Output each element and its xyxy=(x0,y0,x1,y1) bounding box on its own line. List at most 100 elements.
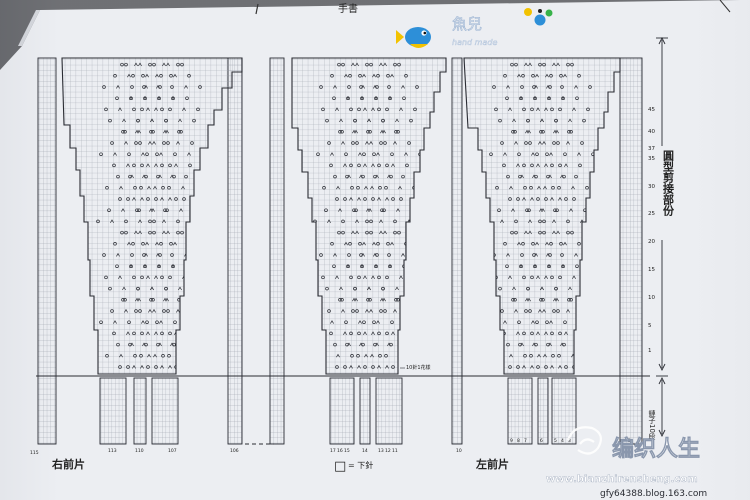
yarn-over-symbol xyxy=(569,298,573,302)
decrease-symbol xyxy=(373,252,377,257)
decrease-symbol xyxy=(564,331,568,335)
yarn-over-symbol xyxy=(513,130,517,134)
decrease-symbol xyxy=(531,320,535,324)
stitch-number: 8 xyxy=(517,438,520,444)
yarn-over-symbol xyxy=(369,219,373,224)
yarn-over-symbol xyxy=(329,163,333,168)
decrease-symbol xyxy=(506,252,510,257)
yarn-over-symbol xyxy=(535,320,539,324)
yarn-over-symbol xyxy=(127,152,131,156)
yarn-over-symbol xyxy=(151,298,155,302)
row-number: 40 xyxy=(648,129,655,135)
decrease-symbol xyxy=(158,174,162,179)
yarn-over-symbol xyxy=(160,331,164,336)
yarn-over-symbol xyxy=(558,163,562,168)
yarn-over-symbol xyxy=(503,242,507,246)
decrease-symbol xyxy=(369,308,373,313)
decrease-symbol xyxy=(154,163,158,167)
yarn-over-symbol xyxy=(381,118,385,123)
decrease-symbol xyxy=(362,241,366,246)
decrease-symbol xyxy=(156,84,160,89)
yarn-over-symbol xyxy=(514,219,518,224)
yarn-over-symbol xyxy=(187,74,191,78)
decrease-symbol xyxy=(525,297,529,302)
decrease-symbol xyxy=(341,308,345,313)
pattern-repeat-note: 10針1花樣 xyxy=(406,364,431,371)
yarn-over-symbol xyxy=(542,62,546,67)
yarn-over-symbol xyxy=(524,141,528,145)
yarn-over-symbol xyxy=(140,107,144,112)
decrease-symbol xyxy=(536,163,540,167)
yarn-over-symbol xyxy=(146,197,150,201)
decrease-symbol xyxy=(512,118,516,123)
yarn-over-symbol xyxy=(529,354,533,358)
yarn-over-symbol xyxy=(132,107,136,112)
yarn-over-symbol xyxy=(530,275,534,280)
yarn-over-symbol xyxy=(357,107,361,112)
decrease-symbol xyxy=(364,185,368,190)
decrease-symbol xyxy=(351,62,355,67)
decrease-symbol xyxy=(536,331,540,335)
yarn-over-symbol xyxy=(192,118,196,123)
decrease-symbol xyxy=(130,342,134,347)
yarn-over-symbol xyxy=(369,230,373,235)
decrease-symbol xyxy=(544,275,548,279)
yarn-over-symbol xyxy=(113,74,117,78)
yarn-over-symbol xyxy=(534,174,538,179)
decrease-symbol xyxy=(395,118,399,123)
stitch-numbers: 115 113 110 107 106 17 16 15 14 13 12 11… xyxy=(30,438,631,456)
yarn-over-symbol xyxy=(134,141,138,145)
decrease-symbol xyxy=(367,118,371,123)
yarn-over-symbol xyxy=(325,286,329,291)
decrease-symbol xyxy=(116,252,120,257)
yarn-over-symbol xyxy=(138,141,142,145)
yarn-over-symbol xyxy=(531,74,535,78)
stitch-number: 113 xyxy=(108,448,117,454)
yarn-over-symbol xyxy=(510,62,514,67)
yarn-over-symbol xyxy=(397,62,401,67)
yarn-over-symbol xyxy=(575,96,579,100)
yarn-over-symbol xyxy=(553,208,557,212)
decrease-symbol xyxy=(160,196,164,201)
yarn-over-symbol xyxy=(126,197,130,201)
yarn-over-symbol xyxy=(520,253,524,257)
yarn-over-symbol xyxy=(348,74,352,78)
yarn-over-symbol xyxy=(538,219,542,224)
decrease-symbol xyxy=(361,252,365,257)
yarn-over-symbol xyxy=(374,264,378,268)
decrease-symbol xyxy=(372,241,376,246)
decrease-symbol xyxy=(344,73,348,78)
decrease-symbol xyxy=(520,342,524,347)
decrease-symbol xyxy=(543,185,547,190)
decrease-symbol xyxy=(151,208,155,212)
decrease-symbol xyxy=(176,308,180,313)
yarn-over-symbol xyxy=(159,74,163,78)
row-number-scale: 45 40 37 35 30 25 20 15 10 5 1 xyxy=(648,107,655,354)
yarn-over-symbol xyxy=(361,342,365,347)
decrease-symbol xyxy=(398,185,402,190)
decrease-symbol xyxy=(132,196,136,201)
yarn-over-symbol xyxy=(570,230,574,235)
decrease-symbol xyxy=(549,320,553,324)
decrease-symbol xyxy=(135,129,139,134)
yarn-over-symbol xyxy=(340,298,344,302)
decrease-symbol xyxy=(330,320,334,324)
decrease-symbol xyxy=(355,62,359,67)
yarn-over-symbol xyxy=(384,186,388,190)
decrease-symbol xyxy=(517,73,521,78)
decrease-symbol xyxy=(162,62,166,67)
yarn-over-symbol xyxy=(349,331,353,336)
yarn-over-symbol xyxy=(357,331,361,336)
yarn-over-symbol xyxy=(523,354,527,358)
yarn-over-symbol xyxy=(146,365,150,369)
decrease-symbol xyxy=(339,118,343,123)
yarn-over-symbol xyxy=(567,298,571,302)
decrease-symbol xyxy=(503,152,507,156)
decrease-symbol xyxy=(371,163,375,167)
stitch-number: 2 xyxy=(628,438,631,444)
decrease-symbol xyxy=(333,252,337,257)
yarn-over-symbol xyxy=(352,208,356,212)
logo-text: 魚兒 xyxy=(452,15,482,33)
yarn-over-symbol xyxy=(386,74,390,78)
decrease-symbol xyxy=(540,118,544,123)
